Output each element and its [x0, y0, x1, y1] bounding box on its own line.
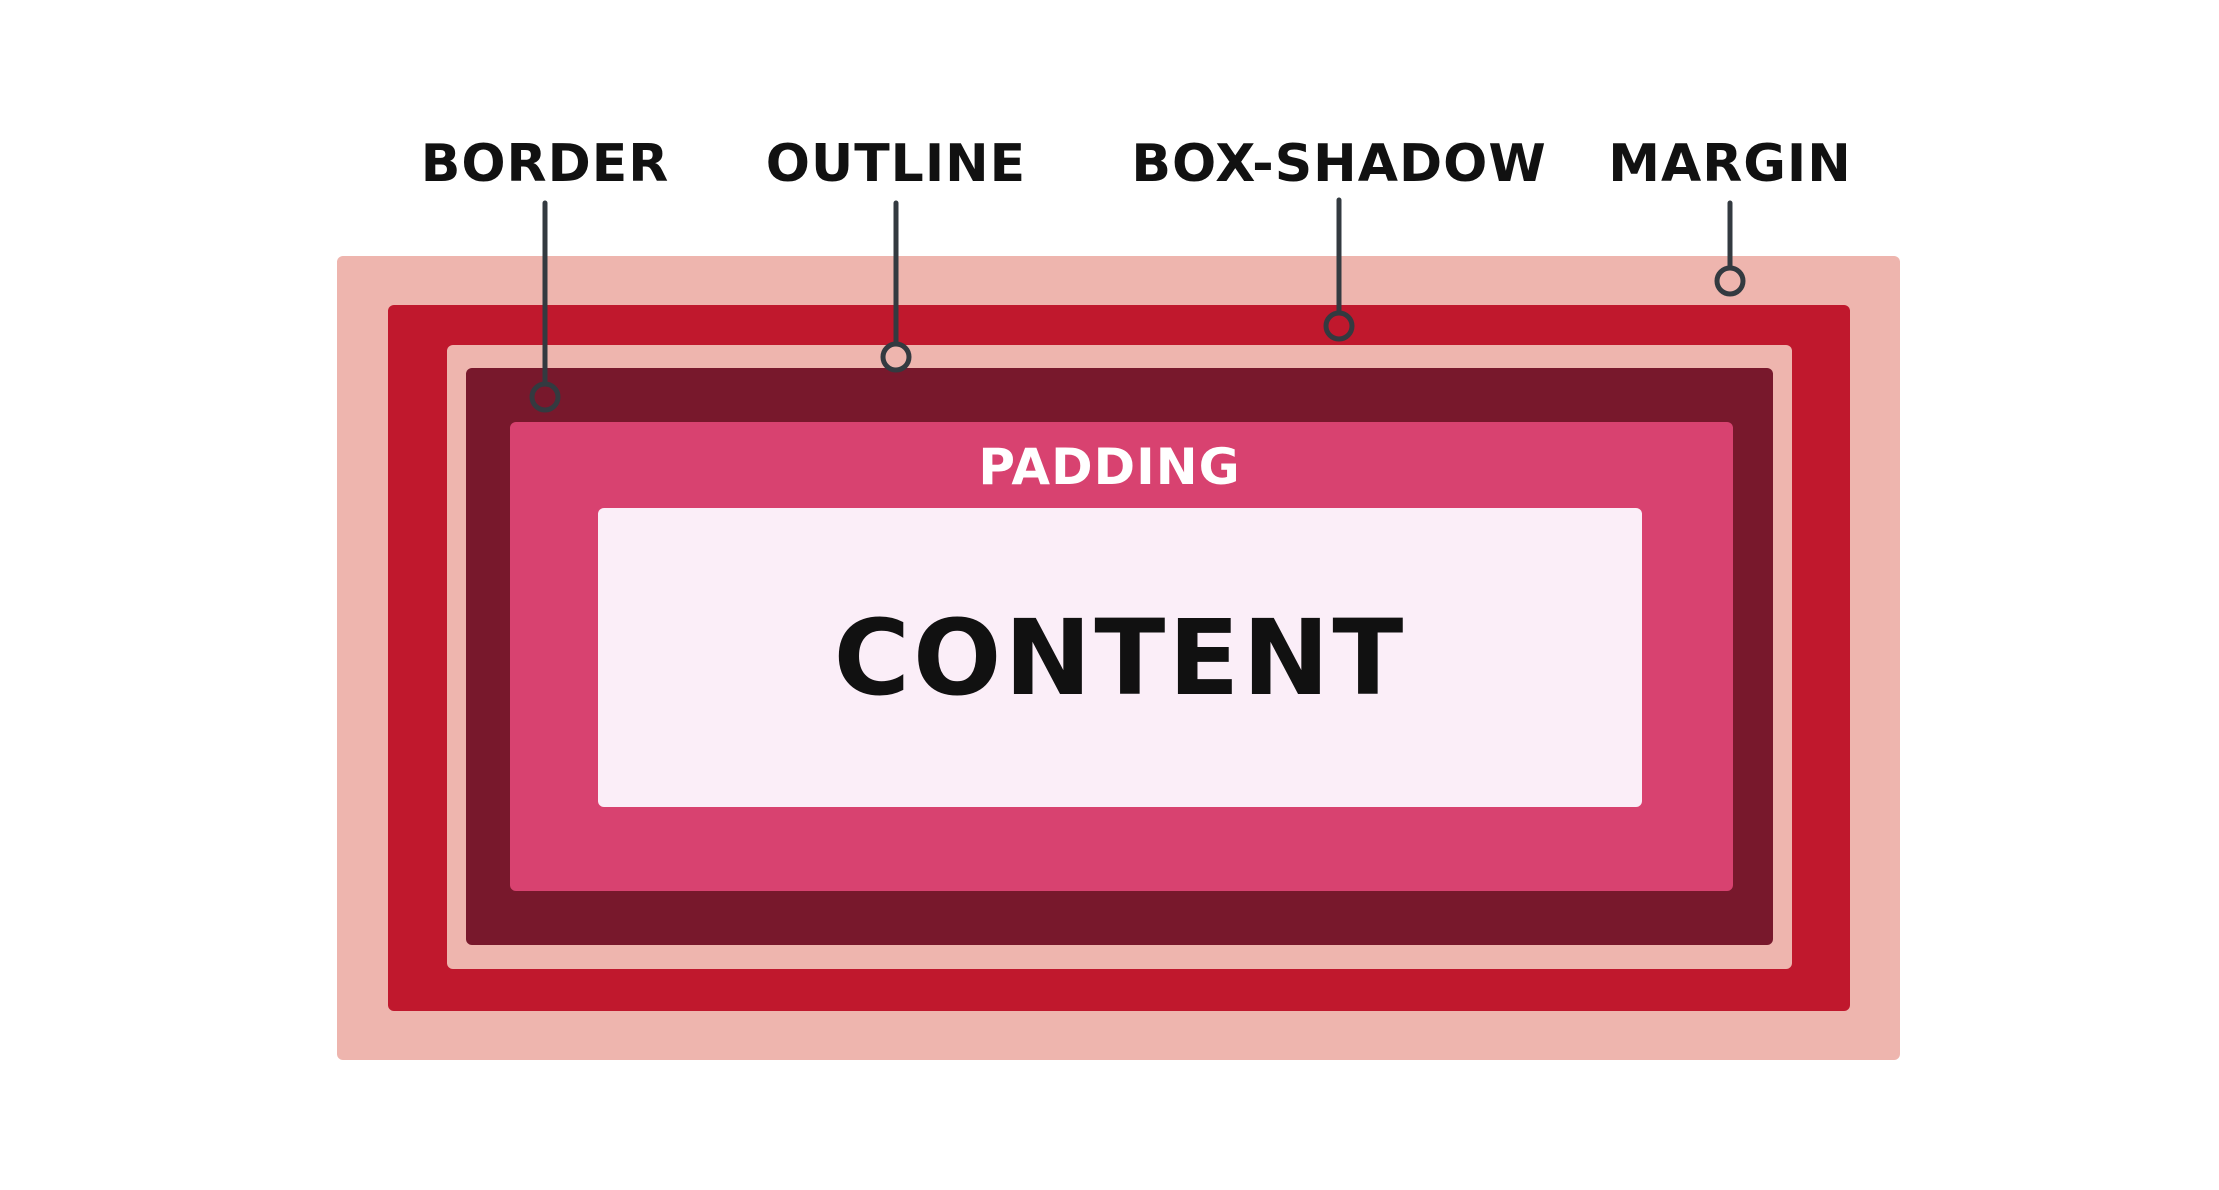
margin-label: MARGIN — [1608, 134, 1852, 194]
box-shadow-label: BOX-SHADOW — [1131, 134, 1547, 194]
content-area — [598, 508, 1642, 807]
border-label: BORDER — [420, 134, 670, 194]
padding-label: PADDING — [978, 438, 1241, 496]
content-label: CONTENT — [833, 597, 1407, 719]
outline-label: OUTLINE — [765, 134, 1027, 194]
